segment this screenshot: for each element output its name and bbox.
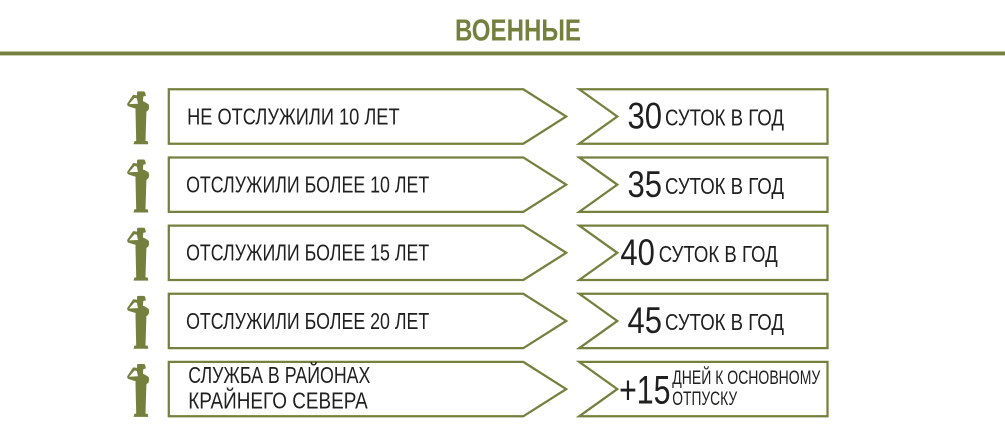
svg-text:НЕ ОТСЛУЖИЛИ 10 ЛЕТ: НЕ ОТСЛУЖИЛИ 10 ЛЕТ (187, 103, 400, 129)
svg-text:СУТОК В ГОД: СУТОК В ГОД (665, 173, 784, 199)
svg-text:35: 35 (628, 164, 663, 205)
svg-text:ОТПУСКУ: ОТПУСКУ (672, 388, 737, 410)
svg-text:СЛУЖБА В РАЙОНАХ: СЛУЖБА В РАЙОНАХ (188, 361, 370, 388)
svg-text:СУТОК В ГОД: СУТОК В ГОД (665, 105, 784, 131)
svg-text:+15: +15 (619, 369, 670, 413)
svg-text:40: 40 (620, 232, 655, 273)
svg-text:ВОЕННЫЕ: ВОЕННЫЕ (455, 13, 581, 47)
svg-text:45: 45 (628, 300, 663, 341)
svg-text:КРАЙНЕГО СЕВЕРА: КРАЙНЕГО СЕВЕРА (188, 386, 368, 413)
svg-text:ОТСЛУЖИЛИ БОЛЕЕ 15 ЛЕТ: ОТСЛУЖИЛИ БОЛЕЕ 15 ЛЕТ (186, 240, 429, 266)
svg-text:ДНЕЙ К ОСНОВНОМУ: ДНЕЙ К ОСНОВНОМУ (672, 367, 821, 389)
svg-text:СУТОК В ГОД: СУТОК В ГОД (659, 241, 778, 267)
svg-text:30: 30 (628, 96, 663, 137)
svg-text:ОТСЛУЖИЛИ БОЛЕЕ 20 ЛЕТ: ОТСЛУЖИЛИ БОЛЕЕ 20 ЛЕТ (186, 308, 429, 334)
svg-text:ОТСЛУЖИЛИ БОЛЕЕ 10 ЛЕТ: ОТСЛУЖИЛИ БОЛЕЕ 10 ЛЕТ (186, 172, 429, 198)
svg-text:СУТОК В ГОД: СУТОК В ГОД (665, 309, 784, 335)
